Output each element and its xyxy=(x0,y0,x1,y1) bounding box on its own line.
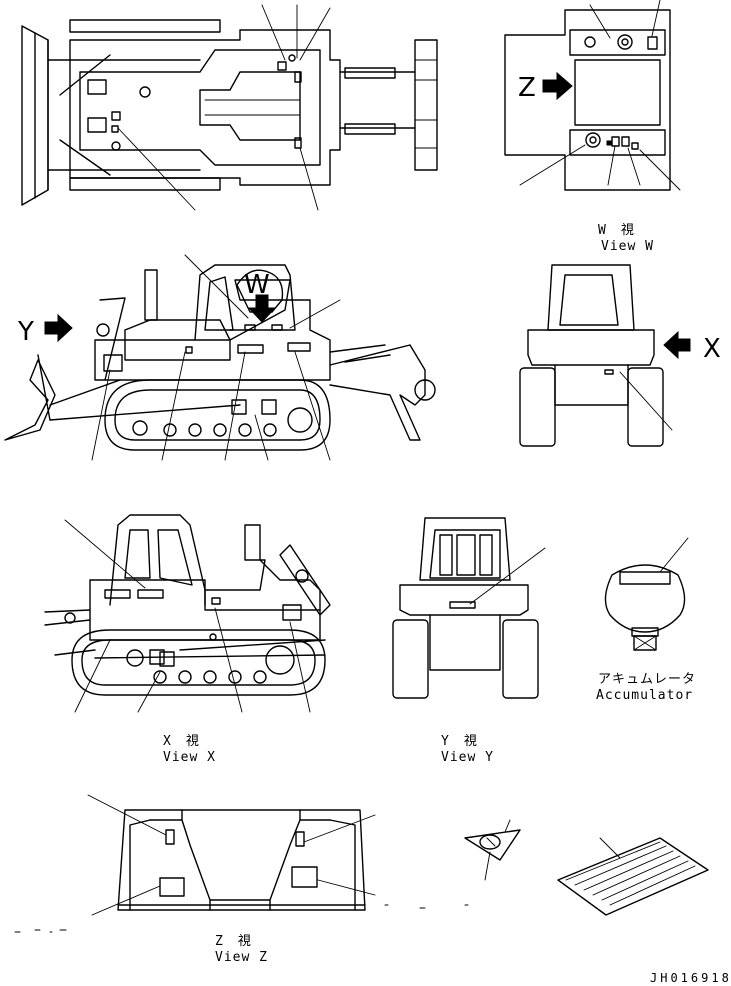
w-arrow-icon xyxy=(247,294,277,323)
y-arrow-label: Y xyxy=(17,317,34,347)
accumulator-label-jp: アキュムレータ xyxy=(598,672,696,687)
view-z-diagram xyxy=(14,794,469,933)
x-arrow-label: X xyxy=(703,334,721,364)
front-view-right: X xyxy=(519,264,721,447)
view-x-title-en: View X xyxy=(163,750,216,765)
view-y-title-en: View Y xyxy=(441,750,494,765)
view-z-title-jp: Z 視 xyxy=(215,934,252,949)
decal-plate xyxy=(557,837,709,916)
decal-triangle xyxy=(464,819,521,881)
view-x-title-jp: X 視 xyxy=(163,734,200,749)
view-x-diagram xyxy=(44,514,331,713)
accumulator-diagram xyxy=(604,537,689,651)
view-w-title-jp: W 視 xyxy=(598,223,635,238)
view-w-title-en: View W xyxy=(601,239,654,254)
accumulator-label-en: Accumulator xyxy=(596,688,693,703)
view-w-diagram: Z xyxy=(504,0,681,191)
y-arrow-icon xyxy=(44,313,73,343)
top-view xyxy=(21,4,438,211)
side-view-left: W Y xyxy=(4,254,436,461)
view-y-diagram xyxy=(392,517,546,699)
z-arrow-icon xyxy=(542,71,573,101)
view-z-title-en: View Z xyxy=(215,950,268,965)
drawing-code: JH016918 xyxy=(650,971,731,985)
z-arrow-label: Z xyxy=(518,73,536,103)
x-arrow-icon xyxy=(663,330,691,360)
view-y-title-jp: Y 視 xyxy=(441,734,478,749)
